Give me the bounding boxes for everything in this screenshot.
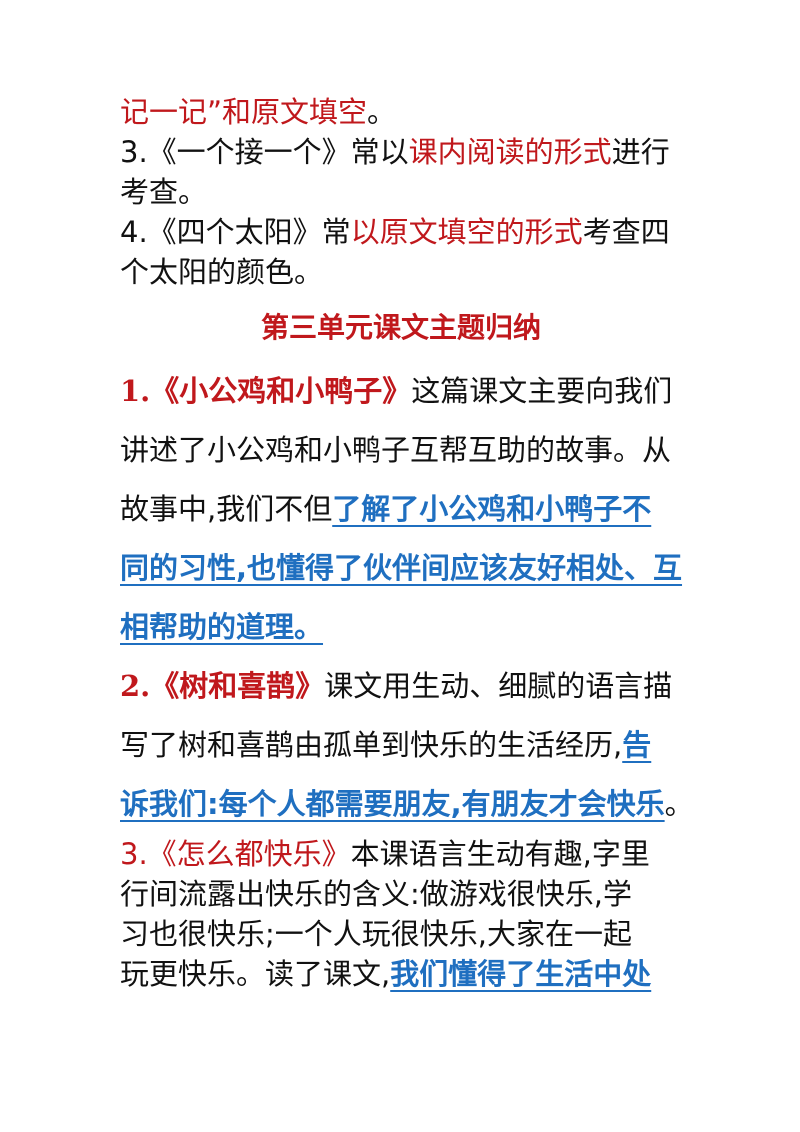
- s1-line-1: 1.《小公鸡和小鸭子》这篇课文主要向我们: [120, 362, 682, 421]
- intro-item-3: 3.《一个接一个》常以课内阅读的形式进行: [120, 132, 682, 172]
- s3-title: 3.《怎么都快乐》: [120, 837, 351, 871]
- s1-number: 1.: [120, 374, 151, 408]
- blue-underlined-text: 诉我们:每个人都需要朋友,有朋友才会快乐: [120, 787, 665, 821]
- s3-line-4: 玩更快乐。读了课文,我们懂得了生活中处: [120, 954, 682, 994]
- blue-underlined-text: 同的习性,也懂得了伙伴间应该友好相处、互: [120, 551, 683, 585]
- intro-line-1: 记一记”和原文填空。: [120, 92, 682, 132]
- s2-line-1: 2.《树和喜鹊》课文用生动、细腻的语言描: [120, 657, 682, 716]
- text: 玩更快乐。读了课文,: [120, 957, 391, 991]
- intro-item-4: 4.《四个太阳》常以原文填空的形式考查四: [120, 212, 682, 252]
- s3-line-2: 行间流露出快乐的含义:做游戏很快乐,学: [120, 877, 632, 911]
- s1-title: 《小公鸡和小鸭子》: [150, 374, 412, 408]
- intro-item-4-cont: 个太阳的颜色。: [120, 255, 324, 289]
- s1-line-2: 讲述了小公鸡和小鸭子互帮互助的故事。从: [120, 433, 672, 467]
- s1-line-3: 故事中,我们不但了解了小公鸡和小鸭子不: [120, 480, 682, 539]
- text: 4.《四个太阳》常: [120, 215, 351, 249]
- s2-line-3: 诉我们:每个人都需要朋友,有朋友才会快乐。: [120, 775, 694, 834]
- s1-line-4: 同的习性,也懂得了伙伴间应该友好相处、互: [120, 539, 682, 598]
- s1-line-5: 相帮助的道理。: [120, 598, 682, 657]
- s3-line-3: 习也很快乐;一个人玩很快乐,大家在一起: [120, 917, 632, 951]
- blue-underlined-text: 相帮助的道理。: [120, 610, 324, 644]
- blue-underlined-text: 了解了小公鸡和小鸭子不: [332, 492, 652, 526]
- text: 写了树和喜鹊由孤单到快乐的生活经历,: [120, 728, 623, 762]
- red-text: 以原文填空的形式: [350, 215, 583, 249]
- s3-line-1: 3.《怎么都快乐》本课语言生动有趣,字里: [120, 834, 682, 874]
- text: 考查四: [582, 215, 670, 249]
- red-text: 记一记”和原文填空: [120, 95, 368, 129]
- text: 这篇课文主要向我们: [411, 374, 673, 408]
- s2-line-2: 写了树和喜鹊由孤单到快乐的生活经历,告: [120, 716, 682, 775]
- s2-title: 《树和喜鹊》: [150, 669, 325, 703]
- blue-underlined-text: 告: [622, 728, 652, 762]
- s2-number: 2.: [120, 669, 151, 703]
- text: 进行: [611, 135, 670, 169]
- intro-item-3-cont: 考查。: [120, 175, 208, 209]
- section-heading: 第三单元课文主题归纳: [260, 311, 541, 344]
- text: 3.《一个接一个》常以: [120, 135, 409, 169]
- red-text: 课内阅读的形式: [408, 135, 612, 169]
- text: 本课语言生动有趣,字里: [350, 837, 650, 871]
- text: 课文用生动、细腻的语言描: [324, 669, 673, 703]
- blue-underlined-text: 我们懂得了生活中处: [390, 957, 652, 991]
- document-page: 记一记”和原文填空。 3.《一个接一个》常以课内阅读的形式进行 考查。 4.《四…: [120, 92, 694, 994]
- text: 。: [367, 95, 397, 129]
- text: 故事中,我们不但: [120, 492, 333, 526]
- text: 。: [664, 787, 694, 821]
